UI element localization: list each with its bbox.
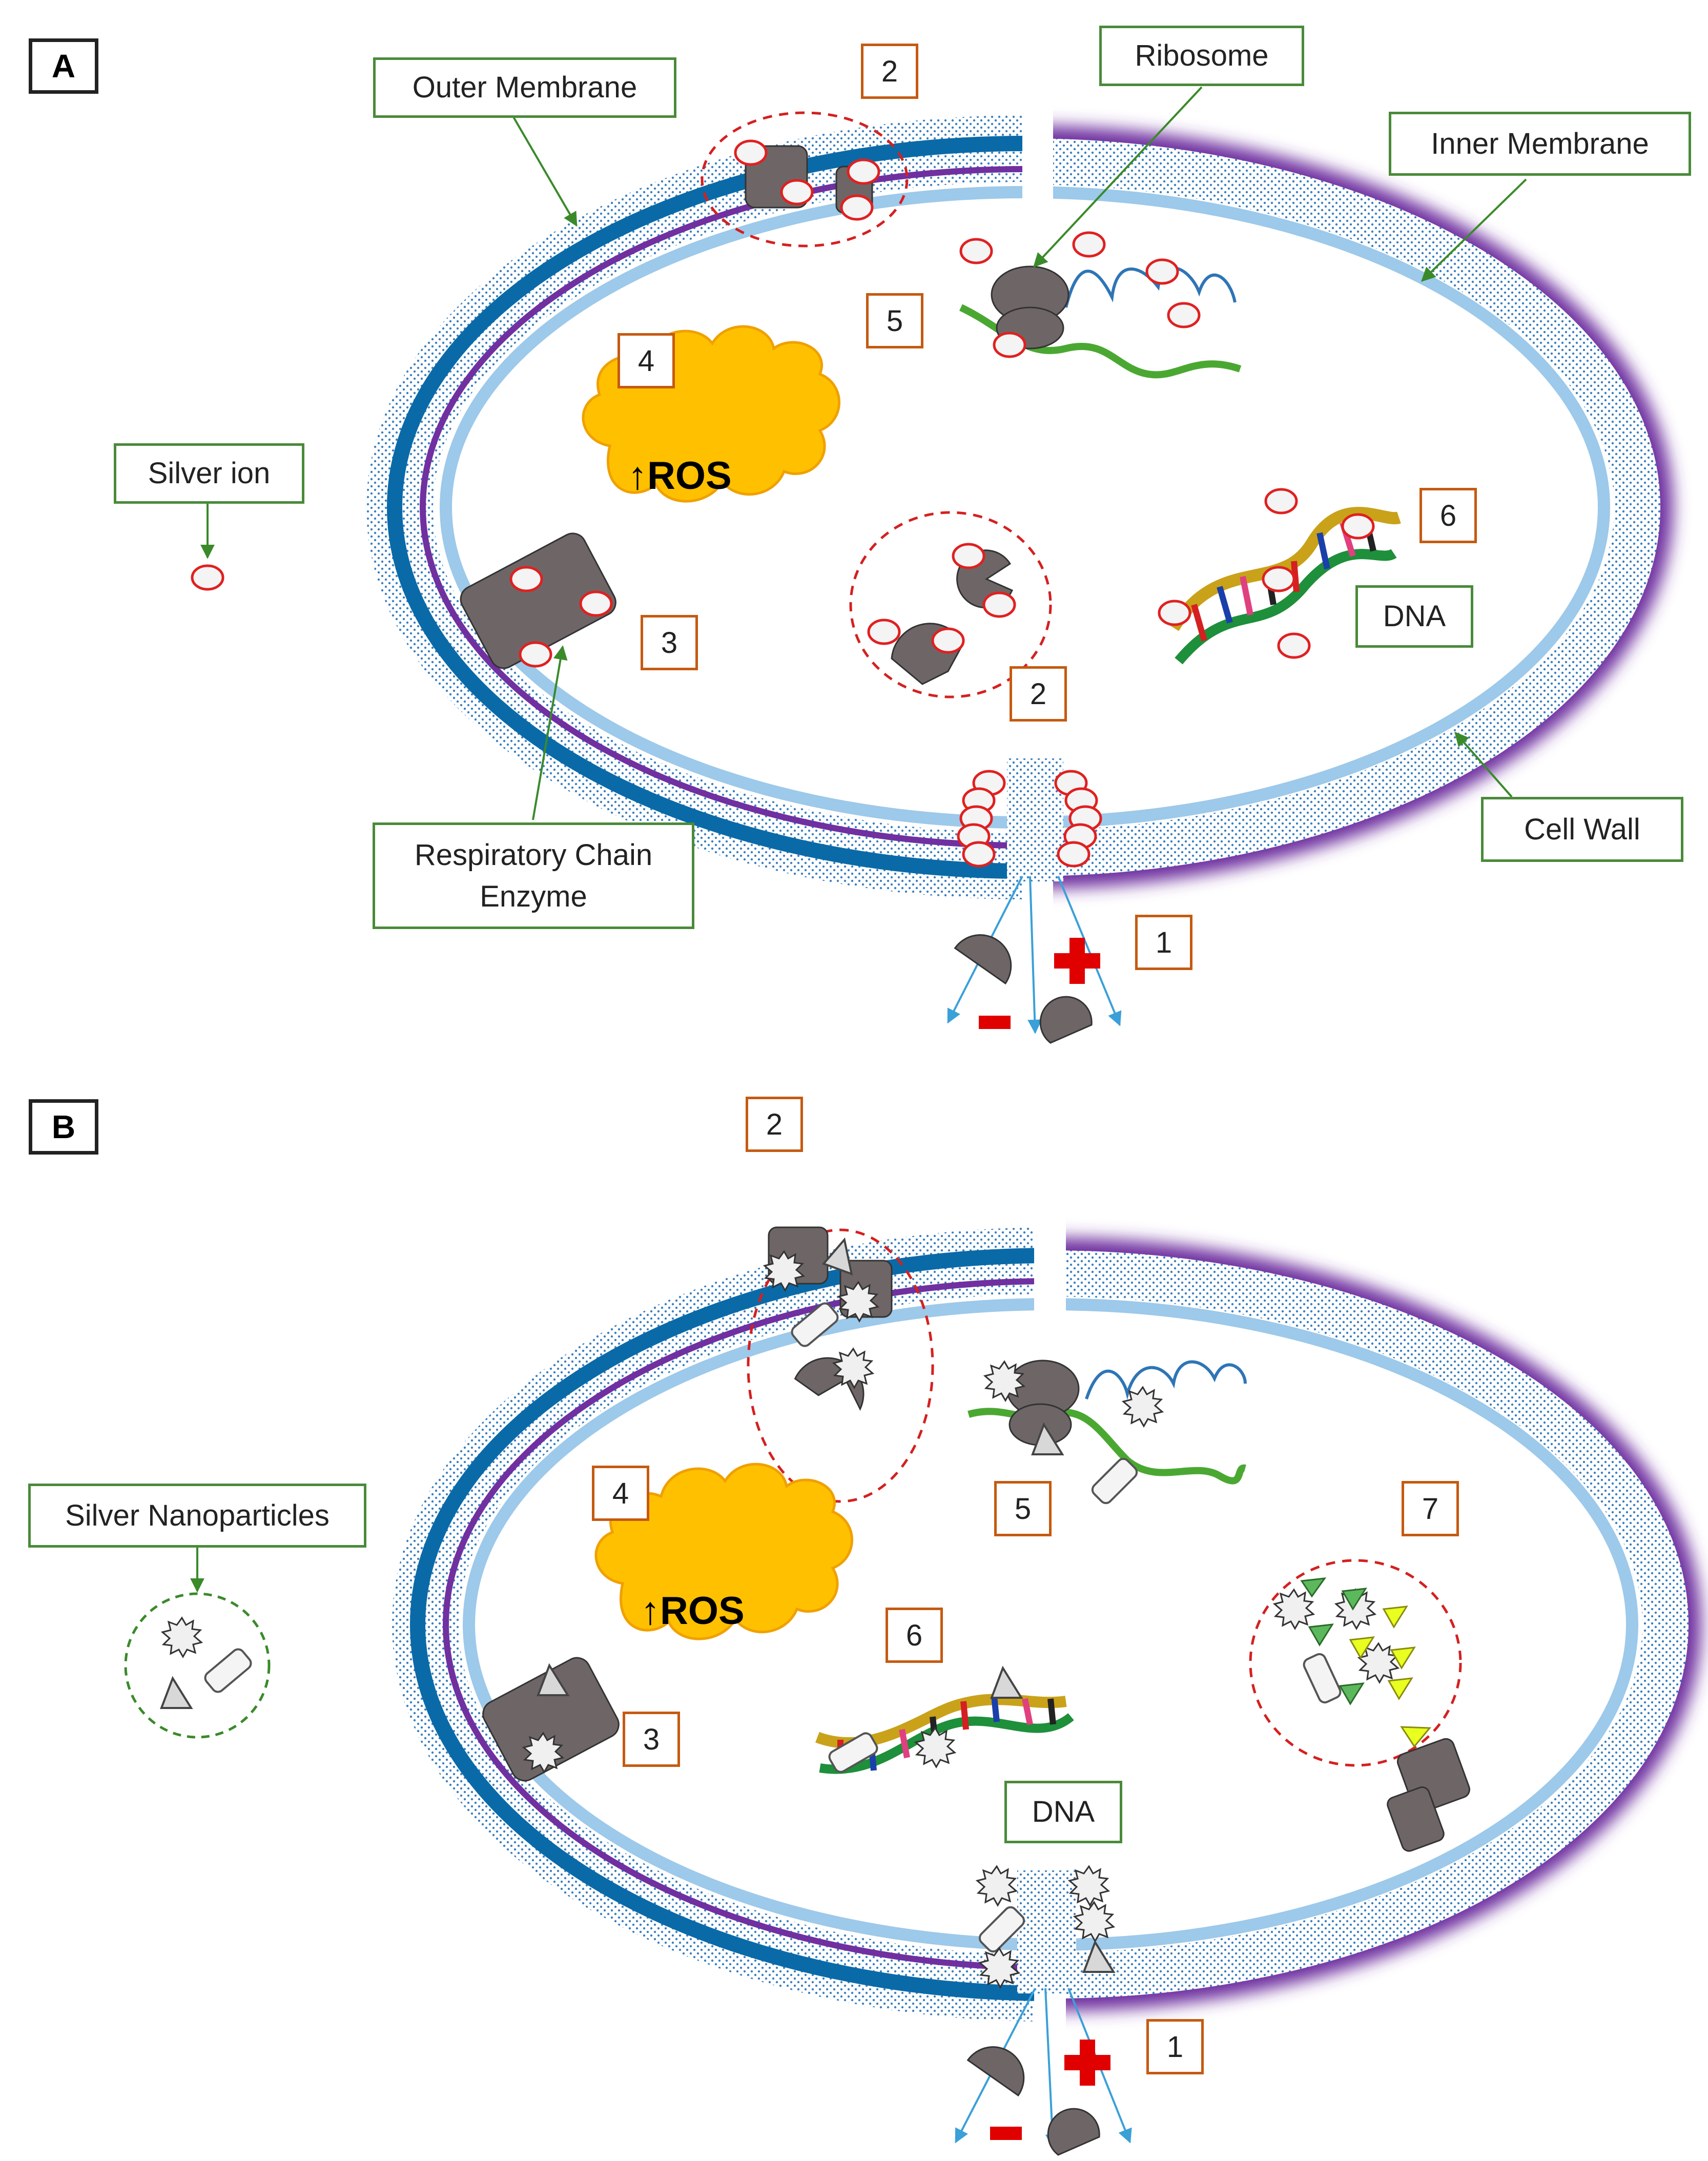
- leaked-protein: [1039, 996, 1093, 1044]
- leader-lines: [200, 86, 1527, 820]
- spherical-nanoparticle: [976, 1865, 1017, 1906]
- respiratory-chain-enzyme: [482, 1657, 620, 1782]
- efflux-pump: [1387, 1786, 1445, 1852]
- silver-ion: [953, 544, 984, 568]
- silver-ion: [933, 629, 963, 652]
- free-silver-ion: [192, 566, 223, 589]
- marker-6: 6: [886, 1608, 943, 1663]
- marker-2: 2: [746, 1097, 803, 1152]
- outer-membrane: [410, 1248, 1034, 2001]
- dashed-group: [1249, 1559, 1462, 1767]
- rod-nanoparticle: [1090, 1456, 1139, 1506]
- plus-sign: [1054, 938, 1100, 984]
- silver-ion: [1263, 567, 1294, 591]
- outer-membrane: [387, 136, 1022, 879]
- membrane-pore: [1017, 1870, 1076, 1993]
- label-silver-ion: Silver ion: [114, 443, 304, 504]
- leaked-protein: [967, 2034, 1037, 2096]
- ros-label: ↑ROS: [628, 454, 732, 498]
- spherical-nanoparticle: [915, 1727, 956, 1768]
- ros-label: ↑ROS: [641, 1589, 745, 1633]
- label-outer-membrane: Outer Membrane: [373, 57, 676, 118]
- minus-sign: [990, 2127, 1022, 2140]
- label-cell-wall: Cell Wall: [1481, 797, 1683, 862]
- silver-ion: [1147, 260, 1178, 283]
- silver-ion: [1266, 489, 1297, 513]
- membrane-pore: [1007, 758, 1063, 881]
- spherical-nanoparticle: [1273, 1589, 1314, 1630]
- inhibitor-triangles: [1300, 1577, 1416, 1705]
- label-silver-nanoparticles: Silver Nanoparticles: [28, 1484, 366, 1548]
- silver-ion: [1168, 303, 1199, 327]
- panel-b-cell: [392, 1227, 1701, 2022]
- silver-ion: [1343, 514, 1373, 538]
- spherical-nanoparticle: [161, 1617, 202, 1658]
- marker-3: 3: [641, 615, 698, 670]
- label-inner-membrane: Inner Membrane: [1389, 112, 1691, 176]
- marker-2: 2: [1010, 666, 1067, 722]
- dashed-group: [747, 1228, 934, 1503]
- leaked-protein: [954, 922, 1024, 984]
- silver-ion: [869, 620, 899, 644]
- silver-ion: [1074, 233, 1104, 256]
- middle-membrane: [443, 1278, 1034, 1971]
- dna-helix: [1168, 507, 1401, 665]
- panel-label-b: B: [29, 1099, 98, 1155]
- middle-membrane: [420, 166, 1022, 849]
- marker-6: 6: [1419, 488, 1477, 543]
- panel-label-a: A: [29, 38, 98, 94]
- marker-5: 5: [994, 1481, 1052, 1536]
- spherical-nanoparticle: [1122, 1386, 1163, 1427]
- silver-ion: [994, 333, 1025, 357]
- silver-ion: [841, 196, 872, 219]
- rod-nanoparticle: [201, 1645, 255, 1696]
- triangle-nanoparticle: [160, 1677, 192, 1709]
- silver-ion: [984, 593, 1015, 616]
- panel-a-cell: [366, 115, 1673, 899]
- minus-sign: [979, 1016, 1011, 1029]
- silver-ion: [961, 239, 992, 263]
- spherical-nanoparticle: [1074, 1901, 1115, 1942]
- inhibitor-triangle: [1400, 1726, 1432, 1748]
- triangle-nanoparticle: [991, 1667, 1022, 1699]
- silver-ion: [1159, 601, 1190, 625]
- leaked-protein: [1047, 2108, 1100, 2156]
- marker-4: 4: [618, 333, 675, 388]
- marker-5: 5: [866, 293, 923, 348]
- inner-membrane: [463, 1298, 1034, 1951]
- inner-membrane: [440, 186, 1022, 829]
- marker-3: 3: [623, 1712, 680, 1767]
- marker-2: 2: [861, 44, 918, 99]
- silver-ion: [520, 643, 551, 666]
- label-dna: DNA: [1004, 1781, 1122, 1843]
- rna-strand: [1085, 1360, 1247, 1400]
- silver-ion: [581, 592, 611, 615]
- silver-ion: [848, 160, 879, 183]
- nanoparticle-group: [124, 1592, 271, 1739]
- silver-ion: [735, 141, 766, 164]
- cell-wall: [1053, 186, 1610, 829]
- plus-sign: [1064, 2040, 1110, 2086]
- label-respiratory-chain-enzyme: Respiratory Chain Enzyme: [373, 822, 694, 929]
- marker-7: 7: [1402, 1481, 1459, 1536]
- label-dna: DNA: [1355, 585, 1473, 648]
- silver-ion: [781, 180, 812, 204]
- respiratory-chain-enzyme: [460, 532, 616, 669]
- silver-ion: [511, 567, 542, 591]
- dashed-group: [849, 511, 1052, 698]
- rod-nanoparticle: [1301, 1651, 1344, 1705]
- dashed-group: [701, 111, 909, 248]
- marker-1: 1: [1146, 2019, 1204, 2074]
- label-ribosome: Ribosome: [1099, 26, 1304, 86]
- silver-ion: [1279, 634, 1309, 657]
- marker-4: 4: [592, 1466, 649, 1521]
- cell-wall: [1066, 1298, 1638, 1951]
- marker-1: 1: [1135, 915, 1192, 970]
